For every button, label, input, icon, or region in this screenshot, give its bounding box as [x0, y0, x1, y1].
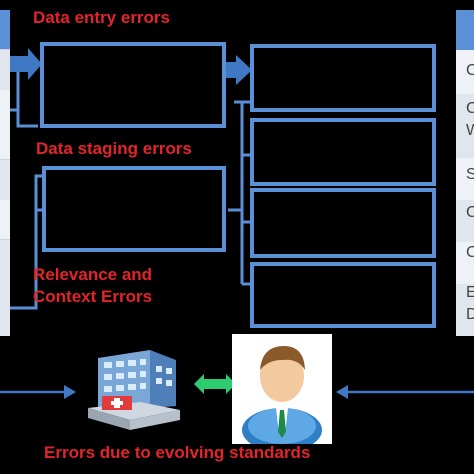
outcome-box-3 [250, 188, 436, 258]
person-icon-panel [232, 334, 332, 452]
block-arrow-icon [218, 55, 252, 85]
connector-left-3 [10, 174, 44, 310]
right-table-text-7: E [466, 284, 474, 301]
connector-right-bracket [234, 100, 244, 284]
right-table-text-8: D [466, 306, 474, 323]
block-arrow-icon [10, 48, 42, 80]
left-table-header [0, 10, 10, 50]
hospital-icon [88, 350, 180, 430]
right-table-text-2: C [466, 100, 474, 117]
data-entry-box [40, 42, 226, 128]
right-table-text-1: C [466, 62, 474, 79]
double-arrow-icon [194, 374, 236, 394]
relevance-label-line2: Context Errors [33, 287, 153, 306]
outcome-box-1 [250, 44, 436, 112]
left-table-cell [0, 200, 10, 240]
arrowhead-left-icon [64, 385, 76, 399]
person-icon [242, 346, 322, 452]
right-table-text-3: W [466, 122, 474, 139]
data-staging-errors-label: Data staging errors [36, 139, 192, 158]
right-table-text-4: S [466, 166, 474, 183]
arrowhead-left-icon [336, 385, 348, 399]
right-table-text-5: C [466, 204, 474, 221]
right-table-header [456, 10, 474, 50]
evolving-standards-label: Errors due to evolving standards [44, 443, 311, 462]
data-staging-box [42, 166, 226, 252]
right-table-text-6: C [466, 244, 474, 261]
left-table-column [0, 10, 10, 336]
relevance-label-line1: Relevance and [33, 265, 153, 284]
left-table-cell [0, 90, 10, 160]
data-entry-errors-label: Data entry errors [33, 8, 171, 27]
connector-left-1 [10, 64, 38, 128]
right-table-row [456, 284, 474, 336]
outcome-box-2 [250, 118, 436, 186]
right-table-column [456, 10, 474, 336]
outcome-box-4 [250, 262, 436, 328]
